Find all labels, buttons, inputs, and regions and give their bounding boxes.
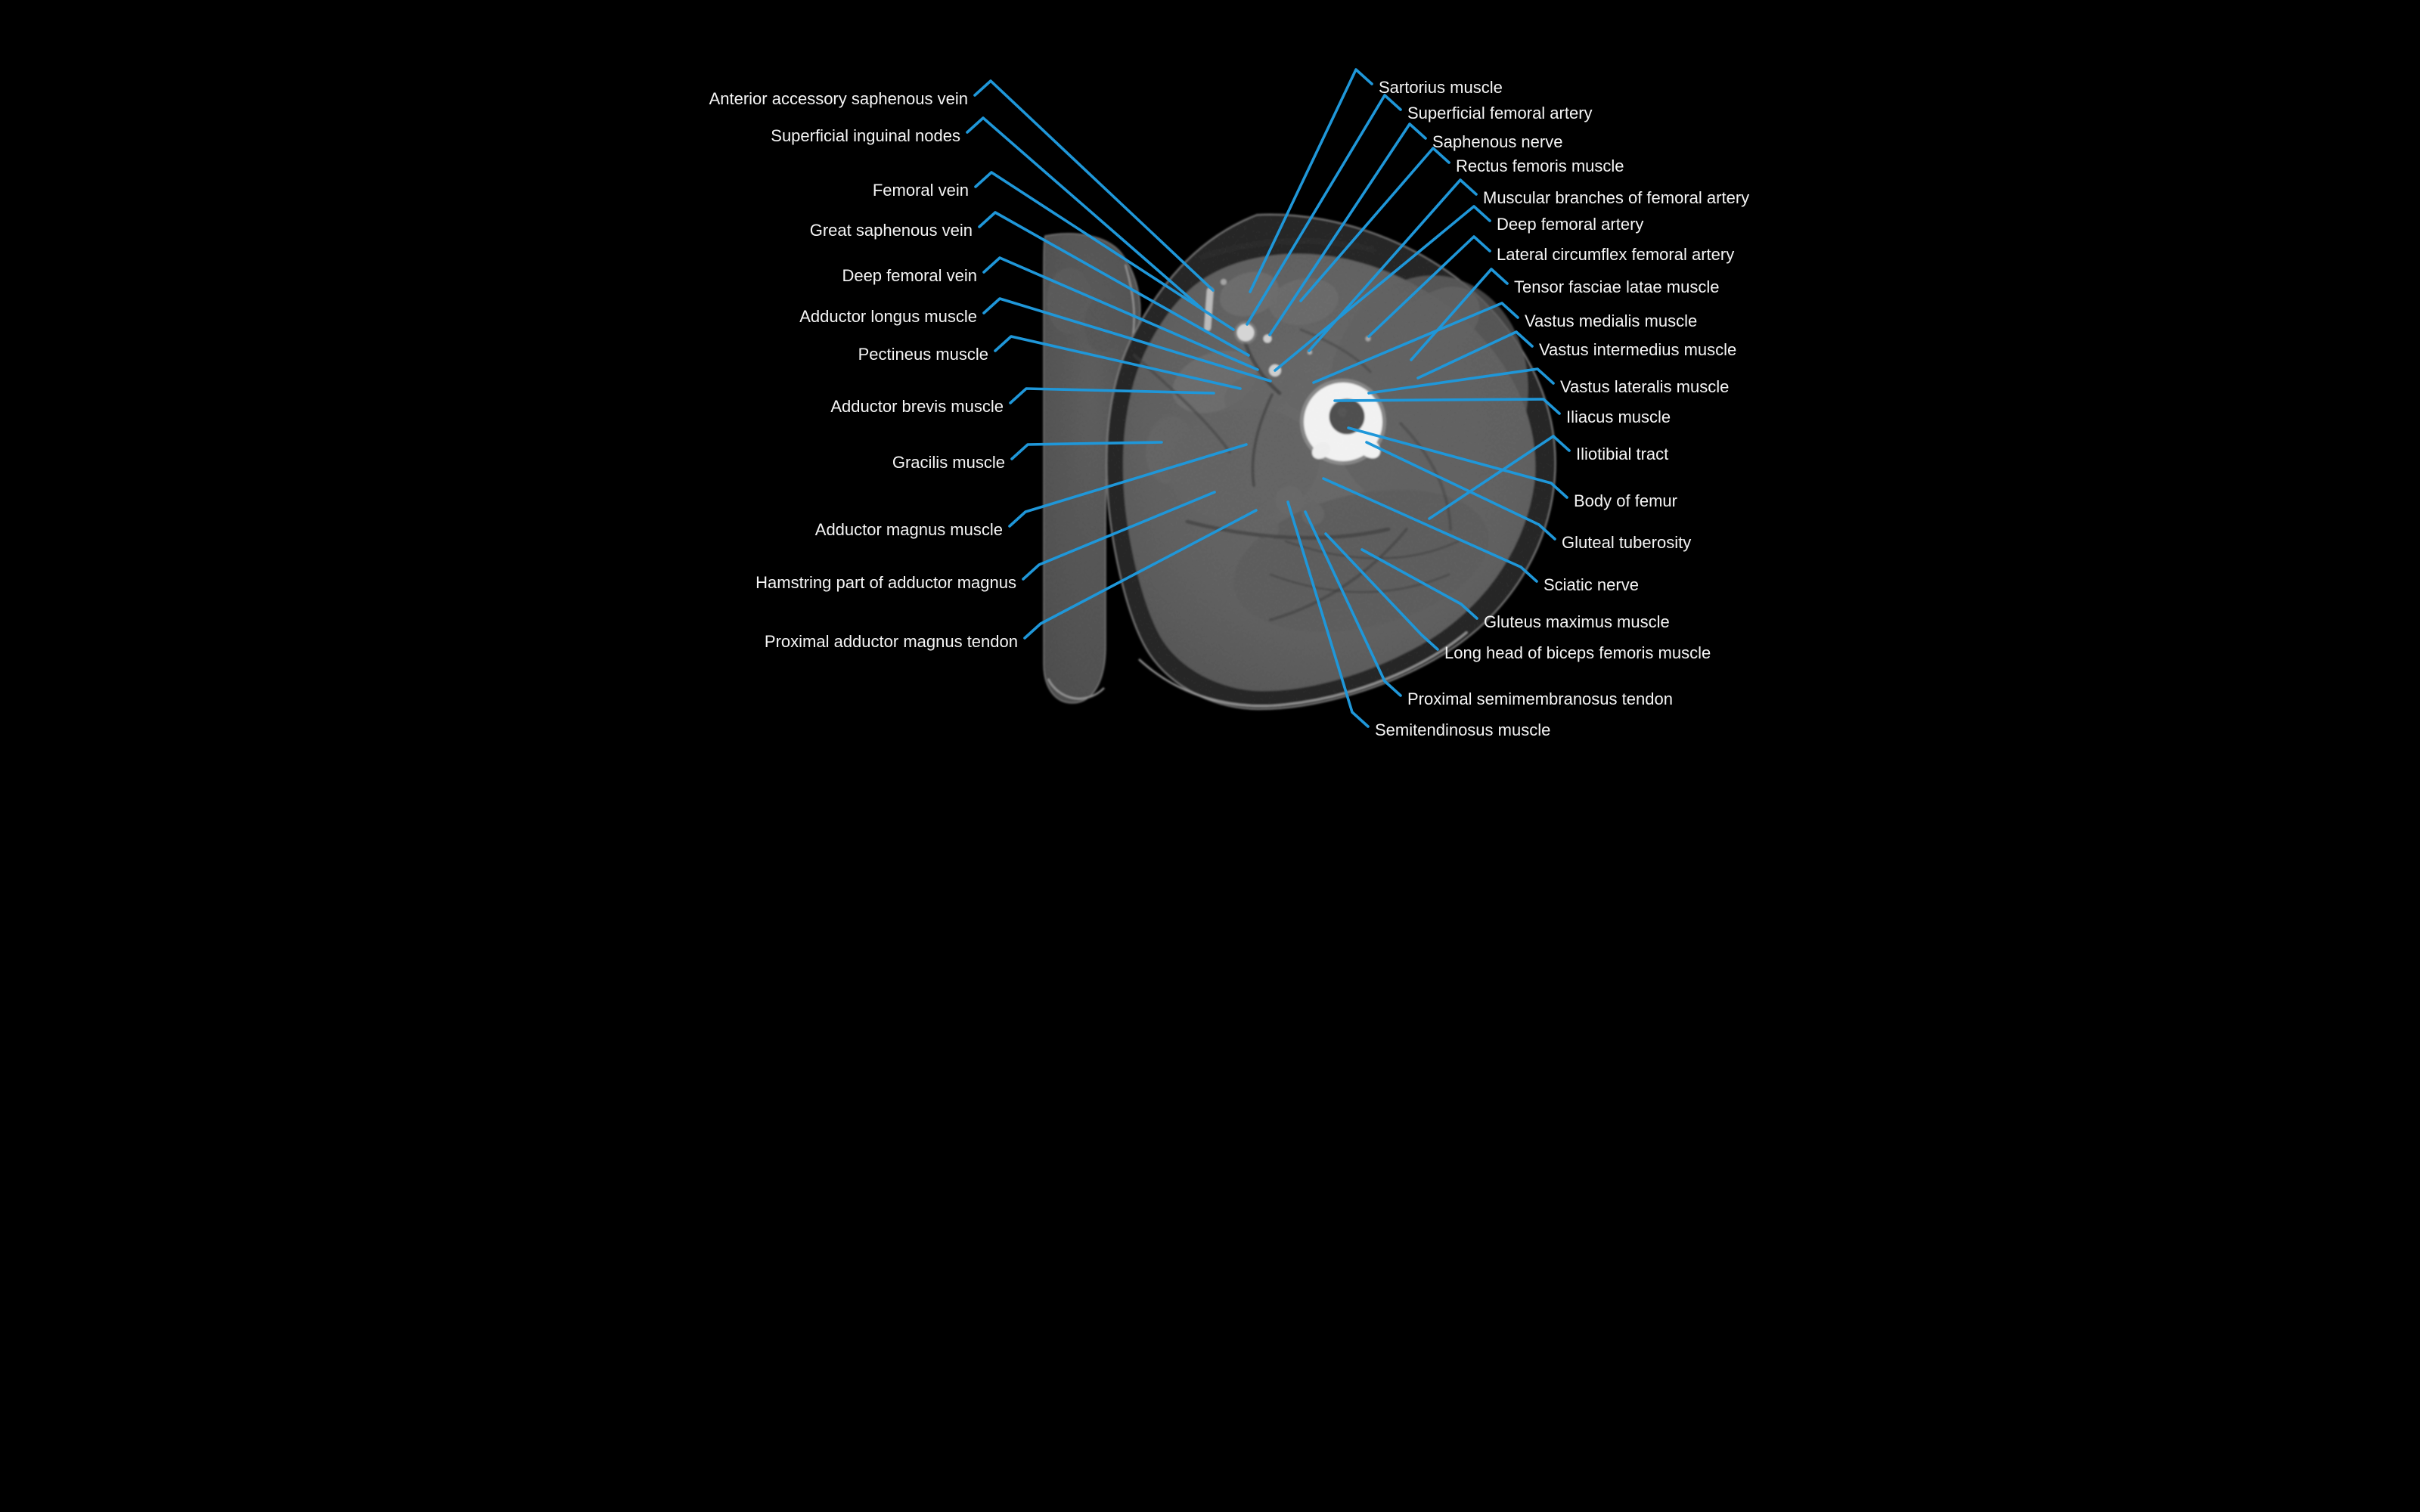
leader-line-superficial-inguinal-nodes bbox=[966, 116, 1203, 310]
label-lateral-circumflex-femoral-artery: Lateral circumflex femoral artery bbox=[1497, 245, 1734, 264]
label-sartorius-muscle: Sartorius muscle bbox=[1379, 78, 1503, 97]
label-muscular-branches-of-femoral-artery: Muscular branches of femoral artery bbox=[1483, 188, 1749, 207]
anatomy-figure-svg: Anterior accessory saphenous veinSuperfi… bbox=[709, 68, 1750, 739]
leader-line-gluteal-tuberosity bbox=[1365, 441, 1556, 541]
label-superficial-femoral-artery: Superficial femoral artery bbox=[1407, 104, 1593, 122]
leader-line-gracilis-muscle bbox=[1010, 441, 1163, 460]
leader-line-pectineus-muscle bbox=[994, 335, 1242, 390]
label-superficial-inguinal-nodes: Superficial inguinal nodes bbox=[771, 126, 960, 145]
label-pectineus-muscle: Pectineus muscle bbox=[858, 345, 988, 364]
leader-line-long-head-of-biceps-femoris-muscle bbox=[1324, 532, 1439, 651]
leader-lines bbox=[966, 68, 1571, 728]
leader-line-proximal-semimembranosus-tendon bbox=[1304, 510, 1402, 697]
label-gluteus-maximus-muscle: Gluteus maximus muscle bbox=[1484, 612, 1670, 631]
label-proximal-adductor-magnus-tendon: Proximal adductor magnus tendon bbox=[765, 632, 1018, 651]
leader-line-sciatic-nerve bbox=[1322, 477, 1538, 583]
leader-line-proximal-adductor-magnus-tendon bbox=[1023, 509, 1258, 640]
label-deep-femoral-artery: Deep femoral artery bbox=[1497, 215, 1643, 234]
label-deep-femoral-vein: Deep femoral vein bbox=[842, 266, 977, 285]
leader-line-vastus-medialis-muscle bbox=[1312, 302, 1519, 384]
label-great-saphenous-vein: Great saphenous vein bbox=[810, 221, 973, 240]
leader-line-muscular-branches-of-femoral-artery bbox=[1308, 178, 1478, 352]
label-gracilis-muscle: Gracilis muscle bbox=[892, 453, 1005, 472]
leader-line-vastus-lateralis-muscle bbox=[1367, 367, 1555, 395]
leader-line-gluteus-maximus-muscle bbox=[1360, 548, 1478, 620]
label-anterior-accessory-saphenous-vein: Anterior accessory saphenous vein bbox=[709, 89, 968, 108]
label-vastus-lateralis-muscle: Vastus lateralis muscle bbox=[1560, 377, 1729, 396]
label-sciatic-nerve: Sciatic nerve bbox=[1544, 575, 1639, 594]
leader-line-saphenous-nerve bbox=[1268, 122, 1427, 336]
label-rectus-femoris-muscle: Rectus femoris muscle bbox=[1456, 156, 1624, 175]
anatomy-labels: Anterior accessory saphenous veinSuperfi… bbox=[709, 78, 1750, 739]
label-gluteal-tuberosity: Gluteal tuberosity bbox=[1562, 533, 1691, 552]
thigh-cross-section bbox=[1044, 213, 1556, 711]
leader-line-anterior-accessory-saphenous-vein bbox=[973, 79, 1215, 292]
label-tensor-fasciae-latae-muscle: Tensor fasciae latae muscle bbox=[1514, 277, 1719, 296]
label-proximal-semimembranosus-tendon: Proximal semimembranosus tendon bbox=[1407, 689, 1673, 708]
ct-axial-thigh-image bbox=[1043, 213, 1556, 711]
label-adductor-longus-muscle: Adductor longus muscle bbox=[799, 307, 977, 326]
leader-line-vastus-intermedius-muscle bbox=[1416, 330, 1534, 380]
label-semitendinosus-muscle: Semitendinosus muscle bbox=[1375, 720, 1550, 739]
leader-line-rectus-femoris-muscle bbox=[1299, 147, 1450, 302]
label-femoral-vein: Femoral vein bbox=[873, 181, 969, 200]
leader-line-deep-femoral-vein bbox=[982, 256, 1259, 371]
leader-line-adductor-brevis-muscle bbox=[1009, 387, 1215, 404]
label-long-head-of-biceps-femoris-muscle: Long head of biceps femoris muscle bbox=[1444, 643, 1711, 662]
label-vastus-intermedius-muscle: Vastus intermedius muscle bbox=[1539, 340, 1736, 359]
leader-line-lateral-circumflex-femoral-artery bbox=[1367, 235, 1491, 338]
label-hamstring-part-of-adductor-magnus: Hamstring part of adductor magnus bbox=[755, 573, 1016, 592]
leader-line-deep-femoral-artery bbox=[1274, 205, 1491, 372]
label-adductor-magnus-muscle: Adductor magnus muscle bbox=[815, 520, 1003, 539]
leader-line-great-saphenous-vein bbox=[978, 211, 1250, 357]
leader-line-femoral-vein bbox=[974, 171, 1235, 331]
label-adductor-brevis-muscle: Adductor brevis muscle bbox=[830, 397, 1004, 416]
leader-line-superficial-femoral-artery bbox=[1246, 94, 1402, 326]
label-iliacus-muscle: Iliacus muscle bbox=[1566, 407, 1671, 426]
leader-line-hamstring-part-of-adductor-magnus bbox=[1022, 491, 1216, 581]
ct-noise-texture bbox=[1044, 214, 1556, 710]
leader-line-adductor-longus-muscle bbox=[982, 297, 1272, 383]
leader-line-adductor-magnus-muscle bbox=[1008, 443, 1248, 528]
label-body-of-femur: Body of femur bbox=[1574, 491, 1677, 510]
leader-line-semitendinosus-muscle bbox=[1286, 500, 1370, 728]
label-iliotibial-tract: Iliotibial tract bbox=[1576, 445, 1668, 463]
leader-line-body-of-femur bbox=[1347, 426, 1568, 499]
leader-line-sartorius-muscle bbox=[1249, 68, 1373, 293]
label-vastus-medialis-muscle: Vastus medialis muscle bbox=[1525, 311, 1697, 330]
label-saphenous-nerve: Saphenous nerve bbox=[1432, 132, 1562, 151]
leader-line-iliacus-muscle bbox=[1333, 398, 1561, 415]
